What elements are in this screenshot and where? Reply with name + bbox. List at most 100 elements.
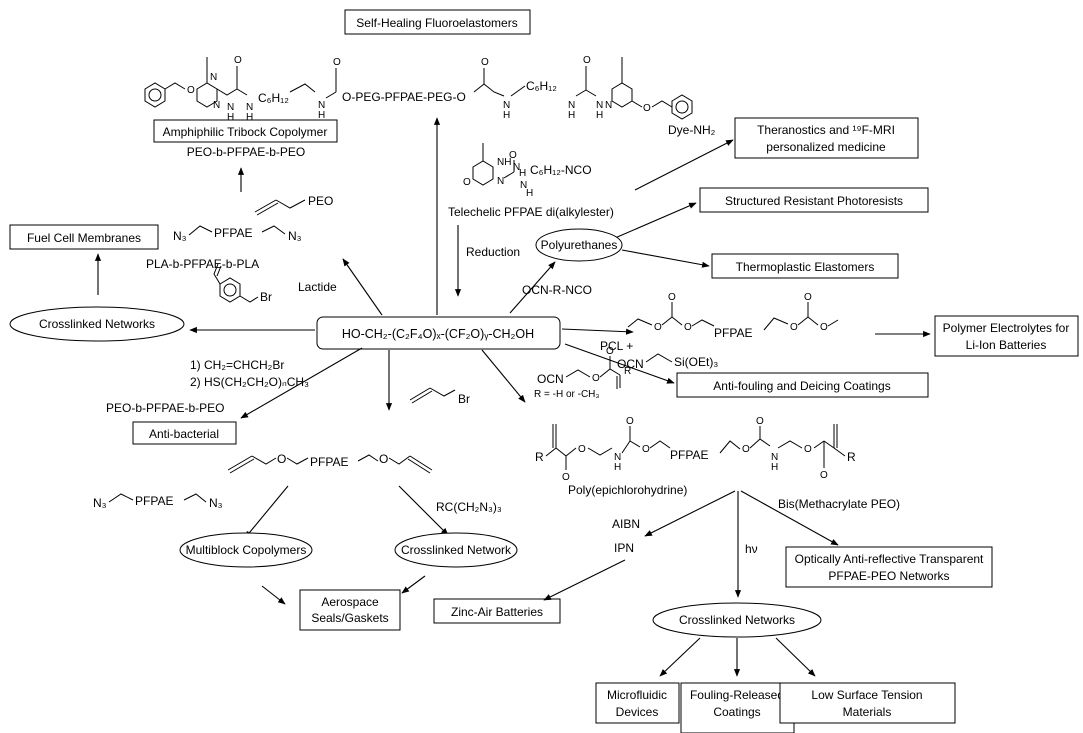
svg-text:N: N: [513, 162, 520, 173]
central-diol-node: HO-CH₂-(C₂F₄O)ₓ-(CF₂O)ᵧ-CH₂OH: [316, 316, 561, 350]
lactide-label: Lactide: [298, 280, 337, 294]
n3-left: N₃: [173, 229, 187, 243]
fouling-released-box: Fouling-Released Coatings: [680, 682, 795, 733]
svg-text:O: O: [583, 55, 591, 66]
pla-triblock-label: PLA-b-PFPAE-b-PLA: [146, 257, 259, 271]
antifouling-box: Anti-fouling and Deicing Coatings: [676, 372, 929, 398]
methacrylate-pfpae-structure: R O O N H O O PFPAE O O N H O O R: [535, 416, 856, 483]
electrolytes-box: Polymer Electrolytes for Li-Ion Batterie…: [934, 315, 1079, 357]
propargyl-br: Br: [458, 392, 470, 406]
triazide-label: RC(CH₂N₃)₃: [436, 500, 502, 514]
microfluidic-line1: Microfluidic: [607, 688, 667, 702]
upy-isocyanate: C₆H₁₂-NCO: [530, 163, 592, 177]
arrow-to-antibacterial: [240, 347, 363, 419]
svg-text:N: N: [605, 100, 612, 111]
svg-text:O: O: [277, 452, 286, 466]
svg-text:O: O: [592, 373, 600, 384]
svg-text:H: H: [503, 110, 510, 121]
optical-line2: PFPAE-PEO Networks: [828, 569, 949, 583]
svg-text:O: O: [804, 444, 812, 455]
photoresists-label: Structured Resistant Photoresists: [725, 194, 903, 208]
silane-tail: Si(OEt)₃: [674, 355, 718, 369]
arrow-to-aerospace-1: [261, 585, 286, 605]
polyurethanes-label: Polyurethanes: [541, 238, 618, 252]
optical-box: Optically Anti-reflective Transparent PF…: [785, 546, 993, 588]
pyrimidinone-ring-icon: [472, 160, 494, 186]
antibacterial-label: Anti-bacterial: [149, 427, 219, 441]
benzene-ring-icon: [219, 277, 241, 303]
alkyne-icon: [227, 455, 253, 471]
svg-text:O: O: [509, 150, 517, 161]
arrow-to-thermoplastic: [621, 249, 710, 268]
dye-reagent: Dye-NH₂: [668, 123, 716, 137]
ieo-ocn: OCN: [537, 372, 564, 386]
amphiphilic-label: Amphiphilic Tribock Copolymer: [163, 125, 328, 139]
svg-text:NH: NH: [497, 157, 511, 168]
ipn-label: IPN: [614, 541, 634, 555]
alkyne-peo-reagent: PEO: [254, 194, 333, 216]
svg-text:N: N: [318, 100, 325, 111]
svg-text:R: R: [624, 366, 631, 377]
arrow-to-carbonate: [561, 328, 634, 335]
antifouling-label: Anti-fouling and Deicing Coatings: [713, 379, 890, 393]
theranostics-box: Theranostics and ¹⁹F-MRI personalized me…: [734, 117, 919, 159]
svg-text:N: N: [520, 180, 527, 191]
svg-text:N: N: [227, 102, 234, 113]
fuel-cell-label: Fuel Cell Membranes: [27, 231, 141, 245]
svg-text:H: H: [596, 110, 603, 121]
c6h12-left: C₆H₁₂: [258, 91, 289, 105]
n3-right: N₃: [288, 229, 302, 243]
antibacterial-box: Anti-bacterial: [132, 421, 237, 445]
crosslinked-bottom-ellipse: Crosslinked Networks: [652, 602, 822, 638]
alkyne-icon: [409, 455, 433, 471]
upy-isocyanate-structure: O NH N O N H N H C₆H₁₂-NCO: [463, 143, 592, 199]
fouling-released-line2: Coatings: [713, 705, 760, 719]
svg-text:O: O: [234, 55, 242, 66]
svg-text:H: H: [526, 188, 533, 199]
self-healing-structure: O N N N H O N H C₆H₁₂ N H O O-PEG-PFPAE-…: [144, 55, 693, 123]
benzene-ring-icon: [671, 94, 693, 120]
arrow-aibn: [644, 490, 736, 537]
svg-text:O: O: [668, 292, 676, 303]
svg-text:N: N: [503, 100, 510, 111]
crosslinked-left-label: Crosslinked Networks: [39, 317, 155, 331]
arrow-to-theranostics: [634, 139, 734, 191]
bis-methacrylate-label: Bis(Methacrylate PEO): [778, 497, 900, 511]
multiblock-label: Multiblock Copolymers: [186, 543, 307, 557]
r-substituent: R = -H or -CH₃: [534, 389, 599, 400]
svg-text:N₃: N₃: [209, 496, 223, 510]
fuel-cell-box: Fuel Cell Membranes: [9, 224, 159, 250]
arrow-to-optical: [740, 490, 839, 546]
peo-reagent: PEO: [308, 194, 333, 208]
peo-antibac-label: PEO-b-PFPAE-b-PEO: [106, 401, 224, 415]
pcl-label: PCL +: [600, 339, 633, 353]
methacrylate-pfpae-label: PFPAE: [670, 448, 708, 462]
svg-text:O: O: [626, 416, 634, 427]
self-healing-label: Self-Healing Fluoroelastomers: [356, 16, 517, 30]
arrow-to-microfluidic: [659, 637, 701, 677]
azide-pfpae-bottom-label: PFPAE: [135, 494, 173, 508]
svg-text:H: H: [318, 110, 325, 121]
arrow-to-methacrylate: [481, 349, 526, 403]
crosslinked-left-ellipse: Crosslinked Networks: [9, 306, 185, 342]
svg-text:O: O: [790, 322, 798, 333]
crosslinked-bottom-label: Crosslinked Networks: [679, 613, 795, 627]
ieo-structure: OCN O O R R = -H or -CH₃: [534, 346, 631, 400]
svg-text:H: H: [519, 168, 526, 179]
alkyne-icon: [254, 199, 277, 213]
svg-text:R: R: [847, 450, 856, 464]
svg-text:H: H: [614, 462, 621, 473]
svg-text:O: O: [578, 444, 586, 455]
hv-label: hν: [745, 542, 758, 556]
propargyl-pfpae-label: PFPAE: [310, 455, 348, 469]
arrow-to-antifouling: [564, 343, 675, 384]
svg-text:O: O: [820, 470, 828, 481]
allyl-step-2: 2) HS(CH₂CH₂O)ₙCH₃: [190, 375, 309, 389]
svg-text:O: O: [804, 292, 812, 303]
carbonate-pfpae-structure: O O O PFPAE O O O: [627, 292, 839, 340]
arrow-to-crosslinked-network: [398, 485, 449, 536]
crosslinked-network-ellipse: Crosslinked Network: [394, 532, 518, 568]
zinc-air-label: Zinc-Air Batteries: [451, 605, 543, 619]
svg-text:H: H: [771, 462, 778, 473]
